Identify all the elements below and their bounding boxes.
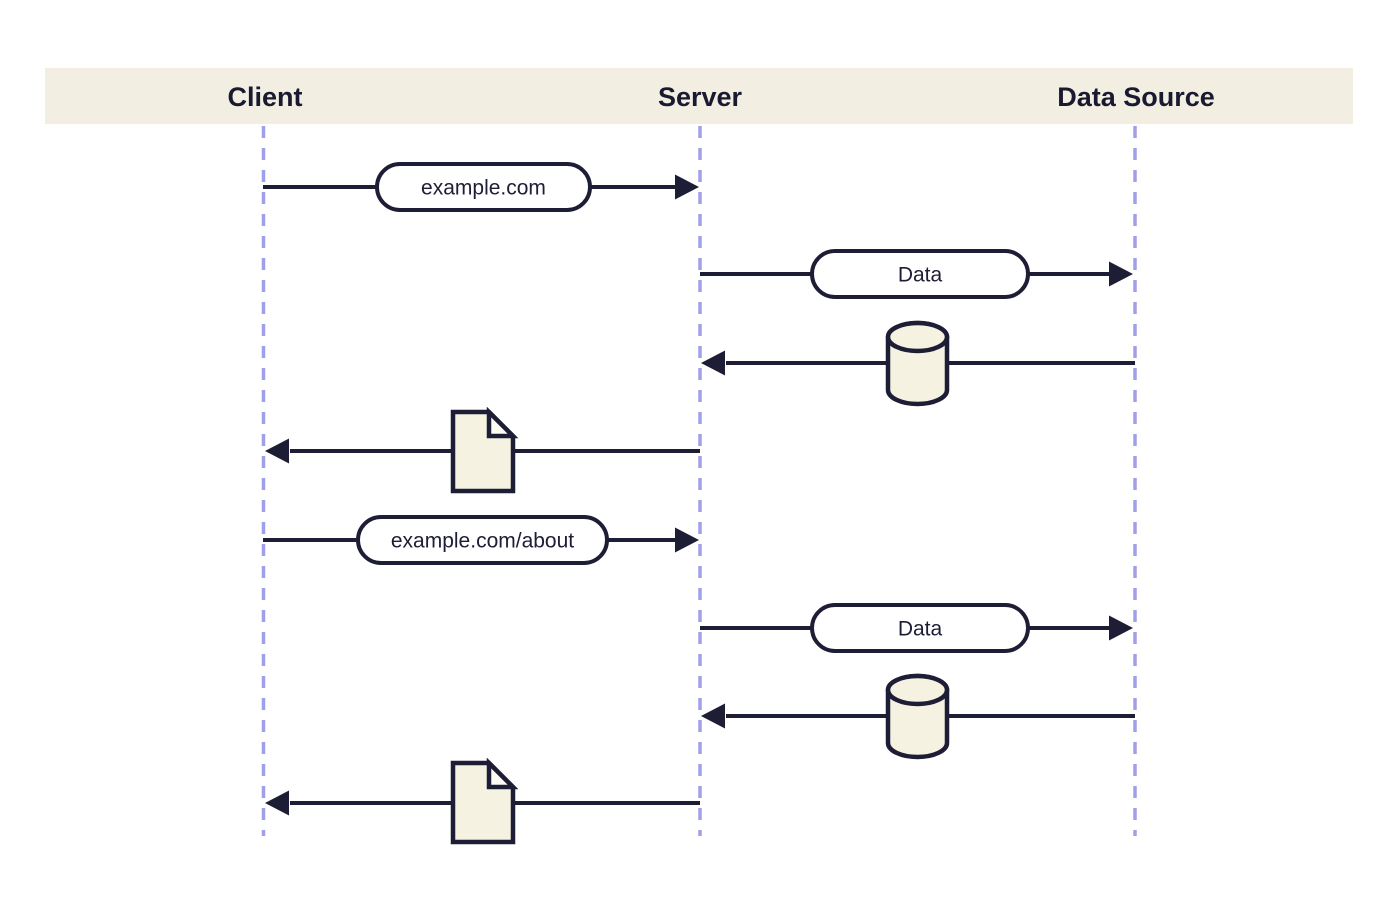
arrowhead [675, 174, 699, 200]
arrowhead [701, 350, 725, 376]
message-pill [356, 515, 609, 565]
lane-header-bar [45, 68, 1353, 124]
lane-label-data-source: Data Source [1057, 82, 1215, 112]
message-server-to-client-response-2 [265, 757, 700, 845]
lane-label-client: Client [227, 82, 302, 112]
message-pill-label: example.com/about [391, 530, 574, 553]
arrowhead [265, 790, 289, 816]
message-pill [375, 162, 592, 212]
message-server-to-datasource-request-1: Data [700, 249, 1133, 299]
message-server-to-datasource-request-2: Data [700, 603, 1133, 653]
database-cylinder-icon [885, 320, 950, 407]
message-pill-label: Data [898, 264, 943, 287]
message-datasource-to-server-response-1 [701, 320, 1135, 407]
document-icon [450, 406, 519, 494]
database-cylinder-icon [885, 673, 950, 760]
arrowhead [701, 703, 725, 729]
message-datasource-to-server-response-2 [701, 673, 1135, 760]
arrowhead [1109, 615, 1133, 641]
arrowhead [1109, 261, 1133, 287]
message-pill-label: Data [898, 618, 943, 641]
arrowhead [675, 527, 699, 553]
arrowhead [265, 438, 289, 464]
message-client-to-server-request-2: example.com/about [263, 515, 699, 565]
message-pill [810, 603, 1030, 653]
lane-label-server: Server [658, 82, 743, 112]
document-icon [450, 757, 519, 845]
message-server-to-client-response-1 [265, 406, 700, 494]
message-client-to-server-request-1: example.com [263, 162, 699, 212]
message-pill-label: example.com [421, 177, 546, 200]
message-pill [810, 249, 1030, 299]
